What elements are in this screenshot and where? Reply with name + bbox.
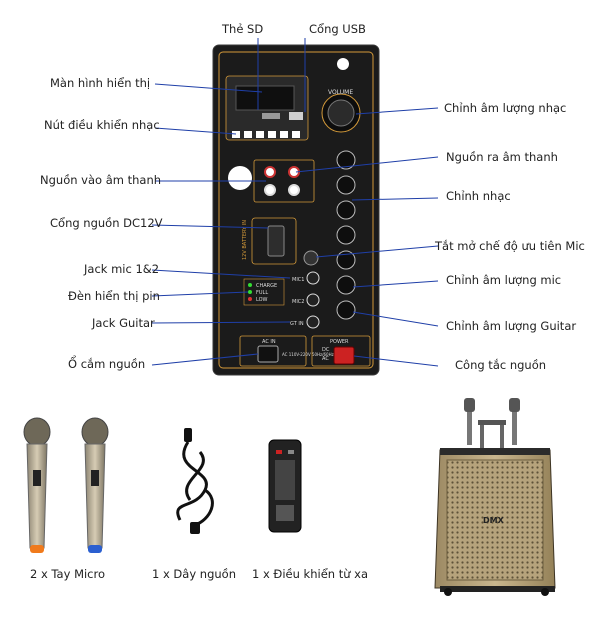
ac-in-print: AC IN — [262, 339, 276, 345]
dc12v-block — [251, 217, 297, 265]
power-switch[interactable] — [333, 346, 355, 365]
microphone-blue — [81, 417, 109, 553]
label-audio-in: Nguồn vào âm thanh — [40, 173, 162, 187]
dc12v-port[interactable] — [267, 225, 285, 257]
dc12v-print: 12V BATTERY IN — [242, 220, 248, 260]
power-cord — [176, 428, 214, 534]
ac-in-block — [239, 335, 307, 367]
label-battery-led: Đèn hiển thị pin — [68, 289, 160, 303]
audio-in-r[interactable] — [264, 166, 276, 178]
leader-lines — [151, 38, 439, 367]
remote-control — [268, 439, 302, 533]
led-full-text: FULL — [256, 290, 268, 296]
amp-panel: 12V BATTERY IN CHARGE FULL LOW MIC1 MIC2… — [212, 44, 380, 376]
power-socket[interactable] — [257, 345, 279, 363]
mic-priority-switch[interactable] — [303, 250, 319, 266]
label-power-switch: Công tắc nguồn — [455, 358, 547, 372]
label-display: Màn hình hiển thị — [50, 76, 151, 90]
label-mic-priority: Tắt mở chế độ ưu tiên Mic — [435, 239, 585, 253]
caption-microphones: 2 x Tay Micro — [30, 567, 106, 581]
mic1-jack[interactable] — [306, 271, 320, 285]
label-usb-port: Cổng USB — [309, 22, 366, 36]
speaker-unit: DMX — [434, 398, 556, 596]
mic1-print: MIC1 — [292, 277, 304, 283]
display-screen — [235, 85, 295, 111]
label-music-tone: Chỉnh nhạc — [446, 189, 511, 203]
label-guitar-volume: Chỉnh âm lượng Guitar — [446, 319, 577, 333]
ac-print: AC — [322, 356, 329, 362]
label-power-socket: Ổ cắm nguồn — [68, 357, 146, 371]
bluetooth-icon — [337, 58, 349, 70]
speaker-brand-logo: DMX — [483, 516, 505, 525]
caption-remote: 1 x Điều khiển từ xa — [252, 567, 369, 581]
tone-and-volume-knobs[interactable] — [336, 150, 356, 320]
label-guitar-jack: Jack Guitar — [92, 316, 155, 330]
power-block — [311, 335, 371, 367]
voltage-print: AC 110V-220V 50Hz/60Hz — [282, 352, 334, 357]
caption-power-cord: 1 x Dây nguồn — [152, 567, 236, 581]
label-mic-jack: Jack mic 1&2 — [84, 262, 160, 276]
music-control-buttons[interactable] — [232, 131, 300, 138]
gtin-print: GT IN — [290, 321, 304, 327]
label-dc12v: Cổng nguồn DC12V — [50, 216, 163, 230]
power-print: POWER — [330, 339, 349, 345]
mic2-print: MIC2 — [292, 299, 304, 305]
led-low-text: LOW — [256, 297, 268, 303]
label-sd-card: Thẻ SD — [222, 22, 264, 36]
audio-in-l[interactable] — [264, 184, 276, 196]
volume-print: VOLUME — [328, 89, 353, 96]
usb-port[interactable] — [289, 112, 303, 120]
panel-hole — [228, 166, 252, 190]
dc-print: DC — [322, 347, 330, 353]
sd-card-slot[interactable] — [262, 113, 280, 119]
label-mic-volume: Chỉnh âm lượng mic — [446, 273, 562, 287]
led-charge-text: CHARGE — [256, 283, 277, 289]
mic2-jack[interactable] — [306, 293, 320, 307]
label-audio-out: Nguồn ra âm thanh — [446, 150, 558, 164]
label-music-buttons: Nút điều khiển nhạc — [44, 118, 160, 132]
audio-out-l[interactable] — [288, 184, 300, 196]
guitar-jack[interactable] — [306, 315, 320, 329]
microphone-orange — [23, 417, 51, 553]
label-music-volume: Chỉnh âm lượng nhạc — [444, 101, 567, 115]
